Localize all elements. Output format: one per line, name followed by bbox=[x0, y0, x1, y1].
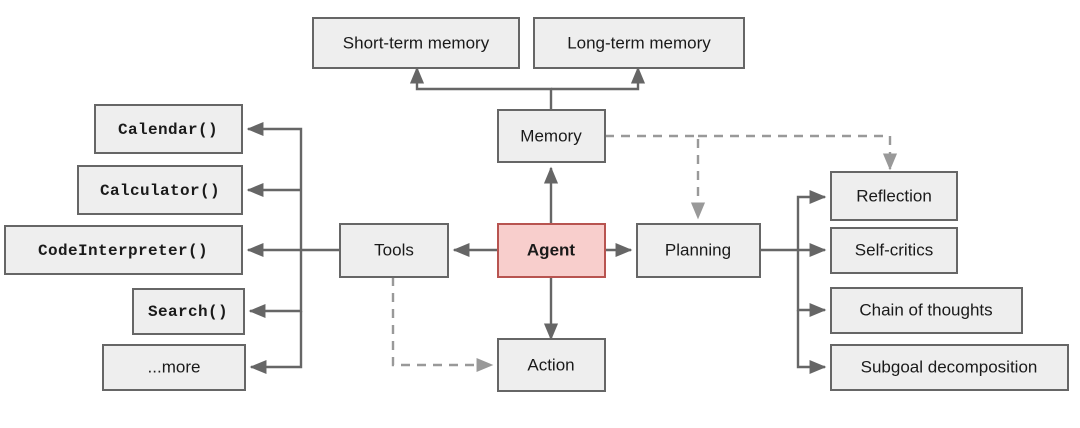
edge-memory-to-planning-dashed bbox=[605, 134, 706, 220]
node-agent-box bbox=[497, 223, 606, 278]
node-memory-box bbox=[497, 109, 606, 163]
edge-memory-to-reflection-dashed bbox=[698, 134, 898, 171]
node-short-term-memory-label: Short-term memory bbox=[343, 33, 490, 52]
node-action[interactable]: Action bbox=[497, 338, 606, 392]
node-self-critics-label: Self-critics bbox=[855, 240, 933, 259]
node-subgoal-decomposition-box bbox=[830, 344, 1069, 391]
node-tools-label: Tools bbox=[374, 240, 414, 259]
edge-tools-to-search bbox=[248, 250, 303, 319]
edge-tools-to-more bbox=[249, 311, 303, 375]
edge-memory-to-short-term-memory bbox=[409, 66, 553, 110]
node-reflection[interactable]: Reflection bbox=[830, 171, 958, 221]
node-more-label: ...more bbox=[148, 357, 201, 376]
nodes-layer: Short-term memory Long-term memory Memor… bbox=[4, 17, 1069, 392]
node-long-term-memory-box bbox=[533, 17, 745, 69]
node-code-interpreter-box bbox=[4, 225, 243, 275]
node-chain-of-thoughts[interactable]: Chain of thoughts bbox=[830, 287, 1023, 334]
node-reflection-box bbox=[830, 171, 958, 221]
edge-planning-to-reflection bbox=[760, 189, 827, 252]
node-action-label: Action bbox=[527, 355, 574, 374]
node-memory[interactable]: Memory bbox=[497, 109, 606, 163]
node-search[interactable]: Search() bbox=[132, 288, 245, 335]
node-code-interpreter-label: CodeInterpreter() bbox=[38, 242, 208, 260]
node-chain-of-thoughts-box bbox=[830, 287, 1023, 334]
node-calculator-box bbox=[77, 165, 243, 215]
node-action-box bbox=[497, 338, 606, 392]
edge-planning-to-chain-of-thoughts bbox=[796, 250, 827, 318]
node-agent[interactable]: Agent bbox=[497, 223, 606, 278]
node-code-interpreter[interactable]: CodeInterpreter() bbox=[4, 225, 243, 275]
node-calendar-box bbox=[94, 104, 243, 154]
node-calendar[interactable]: Calendar() bbox=[94, 104, 243, 154]
node-short-term-memory[interactable]: Short-term memory bbox=[312, 17, 520, 69]
node-subgoal-decomposition-label: Subgoal decomposition bbox=[861, 357, 1038, 376]
node-calculator[interactable]: Calculator() bbox=[77, 165, 243, 215]
node-more[interactable]: ...more bbox=[102, 344, 246, 391]
node-planning-label: Planning bbox=[665, 240, 731, 259]
edges-layer bbox=[246, 66, 898, 375]
node-short-term-memory-box bbox=[312, 17, 520, 69]
node-memory-label: Memory bbox=[520, 126, 582, 145]
node-tools-box bbox=[339, 223, 449, 278]
node-more-box bbox=[102, 344, 246, 391]
node-search-label: Search() bbox=[148, 303, 228, 321]
node-tools[interactable]: Tools bbox=[339, 223, 449, 278]
node-calendar-label: Calendar() bbox=[118, 121, 218, 139]
node-subgoal-decomposition[interactable]: Subgoal decomposition bbox=[830, 344, 1069, 391]
node-long-term-memory-label: Long-term memory bbox=[567, 33, 711, 52]
node-search-box bbox=[132, 288, 245, 335]
node-long-term-memory[interactable]: Long-term memory bbox=[533, 17, 745, 69]
node-calculator-label: Calculator() bbox=[100, 182, 220, 200]
node-self-critics-box bbox=[830, 227, 958, 274]
edge-planning-to-subgoal-decomposition bbox=[796, 310, 827, 375]
node-self-critics[interactable]: Self-critics bbox=[830, 227, 958, 274]
node-planning-box bbox=[636, 223, 761, 278]
node-chain-of-thoughts-label: Chain of thoughts bbox=[859, 300, 992, 319]
edge-memory-to-long-term-memory bbox=[551, 66, 646, 91]
edge-tools-to-action-dashed bbox=[391, 277, 494, 373]
node-agent-label: Agent bbox=[527, 240, 576, 259]
node-reflection-label: Reflection bbox=[856, 186, 932, 205]
node-planning[interactable]: Planning bbox=[636, 223, 761, 278]
